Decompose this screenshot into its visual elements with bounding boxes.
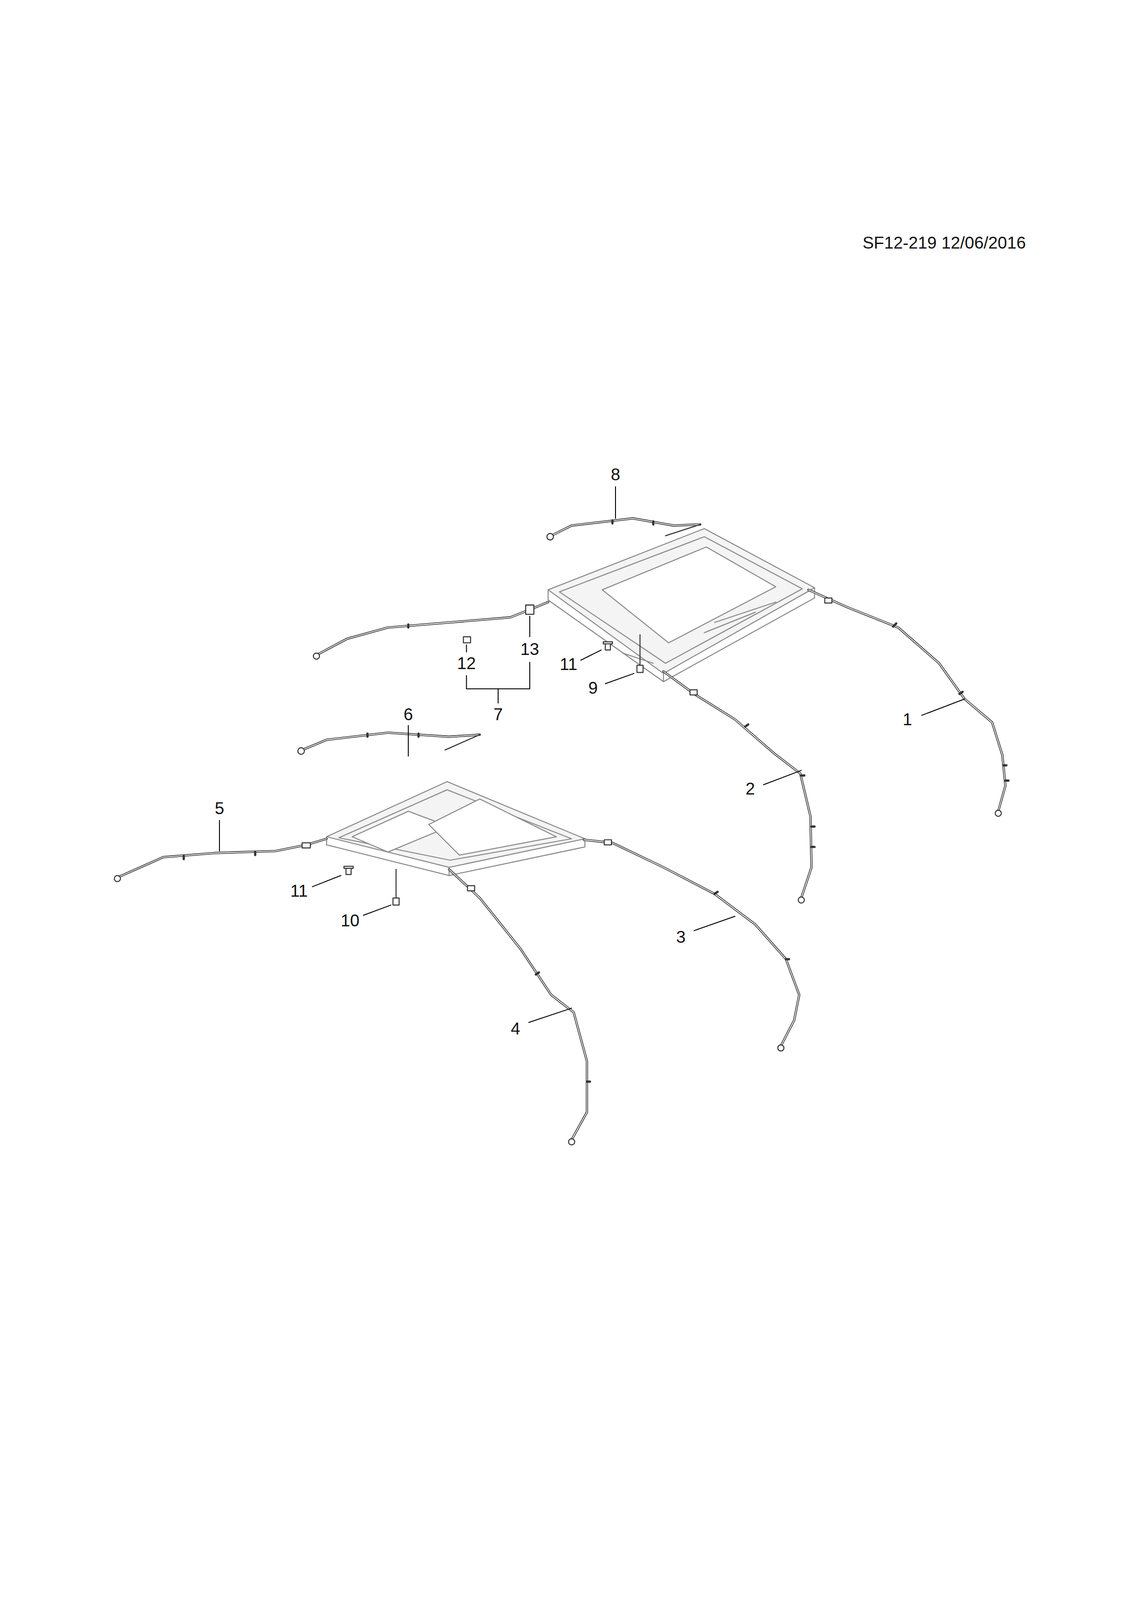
drawing-code: SF12-219 12/06/2016 bbox=[862, 234, 1026, 252]
callout-number: 4 bbox=[510, 1020, 521, 1038]
fasteners bbox=[344, 605, 643, 906]
callout-number: 3 bbox=[676, 928, 686, 946]
callout-number: 7 bbox=[493, 706, 503, 724]
callout-number: 6 bbox=[403, 706, 414, 724]
callout-number: 13 bbox=[520, 640, 540, 658]
callout-number: 2 bbox=[745, 780, 756, 798]
callout-number: 10 bbox=[340, 912, 360, 929]
sunroof-frame-upper bbox=[547, 528, 815, 683]
callout-number: 5 bbox=[214, 799, 225, 817]
sunroof-frame-lower bbox=[326, 782, 585, 877]
callout-number: 8 bbox=[610, 466, 621, 484]
callout-number: 11 bbox=[559, 656, 578, 673]
callout-number: 11 bbox=[290, 882, 308, 900]
drain-hoses bbox=[114, 518, 1009, 1146]
callout-number: 12 bbox=[457, 655, 476, 673]
callout-number: 9 bbox=[588, 679, 598, 697]
leader-lines bbox=[219, 486, 965, 1023]
callout-number: 1 bbox=[902, 711, 913, 729]
